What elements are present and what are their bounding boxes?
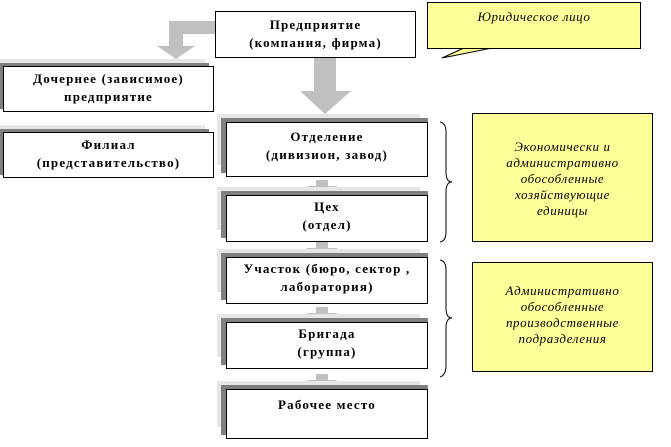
section-box: Участок (бюро, сектор , лаборатория): [226, 257, 428, 304]
workshop-subtitle: (отдел): [302, 217, 352, 232]
connector-arrow: [306, 374, 338, 387]
subsidiary-title: Дочернее (зависимое): [33, 71, 184, 86]
arrow-to-division: [300, 56, 351, 114]
note-line: Экономически и: [514, 139, 611, 154]
division-title: Отделение: [290, 129, 364, 144]
note-line: обособленные: [520, 299, 605, 314]
connector-arrow: [306, 180, 338, 193]
team-subtitle: (группа): [297, 344, 357, 359]
branch-box: Филиал (представительство): [3, 132, 214, 178]
note-line: производственные: [505, 315, 620, 330]
workshop-title: Цех: [314, 199, 340, 214]
note-line: обособленные: [520, 171, 605, 186]
branch-subtitle: (представительство): [36, 155, 181, 170]
team-box: Бригада (группа): [226, 322, 428, 369]
section-subtitle: лаборатория): [280, 279, 374, 294]
division-subtitle: (дивизион, завод): [265, 147, 389, 162]
section-title: Участок (бюро, сектор ,: [243, 261, 411, 276]
enterprise-title: Предприятие: [269, 17, 362, 32]
enterprise-box: Предприятие (компания, фирма): [215, 11, 416, 58]
legal-entity-label: Юридическое лицо: [477, 9, 591, 24]
team-title: Бригада: [298, 326, 356, 341]
workplace-title: Рабочее место: [278, 397, 376, 412]
workplace-box: Рабочее место: [226, 389, 428, 439]
economic-units-note: Экономически и административно обособлен…: [472, 113, 653, 242]
division-box: Отделение (дивизион, завод): [226, 122, 428, 177]
arrow-to-subsidiary: [157, 21, 219, 59]
note-line: единицы: [537, 203, 588, 218]
note-line: Административно: [505, 283, 620, 298]
note-line: административно: [506, 155, 619, 170]
connector-arrow: [306, 242, 338, 255]
note-line: хозяйствующие: [514, 187, 610, 202]
brace-economic-units: [439, 121, 453, 243]
brace-production-units: [439, 259, 453, 378]
workshop-box: Цех (отдел): [226, 195, 428, 242]
legal-entity-callout: Юридическое лицо: [427, 2, 641, 49]
subsidiary-subtitle: предприятие: [64, 89, 153, 104]
note-line: подразделения: [518, 331, 607, 346]
subsidiary-box: Дочернее (зависимое) предприятие: [3, 66, 214, 112]
branch-title: Филиал: [81, 137, 136, 152]
connector-arrow: [306, 307, 338, 320]
production-units-note: Административно обособленные производств…: [472, 262, 653, 372]
enterprise-subtitle: (компания, фирма): [249, 35, 382, 50]
